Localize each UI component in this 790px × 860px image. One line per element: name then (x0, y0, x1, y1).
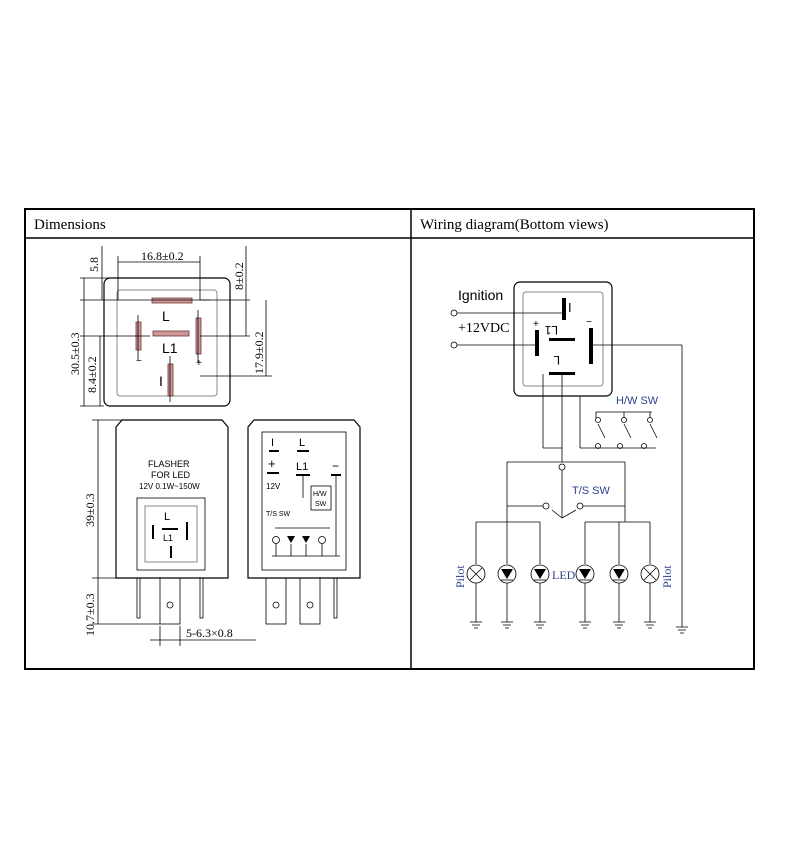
relay-pin-plus (535, 330, 539, 356)
relay-label-L: L (553, 353, 560, 367)
led-1 (497, 564, 517, 584)
pin-label-I: I (159, 373, 163, 389)
pin-label-L1: L1 (162, 340, 178, 356)
relay-label-L1: L1 (544, 323, 558, 337)
front-pin-L1: L1 (163, 533, 173, 543)
led-2 (530, 564, 550, 584)
front-pin-a (136, 577, 141, 619)
side-L1: L1 (296, 461, 308, 473)
side-view: I L + L1 12V − H/W SW T/S SW (247, 419, 361, 625)
pilot-lamp-left (466, 564, 486, 584)
side-plus: + (268, 456, 276, 471)
dim-top-offset: 5.8 (87, 257, 101, 272)
dim-top-width: 16.8±0.2 (141, 249, 184, 263)
front-pin-c (199, 577, 204, 619)
front-label-1: FLASHER (148, 459, 190, 469)
dim-left-height: 30.5±0.3 (68, 332, 82, 375)
led-label: LED (552, 568, 576, 582)
ignition-label: Ignition (458, 287, 503, 303)
relay-pin-I (562, 298, 566, 320)
side-minus: − (332, 459, 339, 473)
dim-pin-size: 5-6.3×0.8 (186, 626, 233, 640)
pin-label-minus: − (136, 356, 142, 367)
dim-right-height: 17.9±0.2 (252, 331, 266, 374)
side-sw: SW (315, 501, 327, 508)
pin-label-plus: + (196, 358, 202, 369)
side-hw-box (310, 485, 332, 511)
side-hw: H/W (313, 491, 327, 498)
outer-frame (24, 208, 755, 670)
hw-sw-label: H/W SW (616, 395, 659, 407)
ignition-terminal (450, 309, 458, 317)
side-pin-b (299, 577, 321, 625)
top-view: L L1 I − + 16.8±0.2 5.8 30.5±0.3 8.4±0.2… (68, 246, 272, 407)
top-view-body (103, 277, 231, 407)
dim-left-small: 8.4±0.2 (85, 356, 99, 393)
pilot-left-label: Pilot (453, 565, 467, 588)
vdc-terminal (450, 341, 458, 349)
relay-label-minus: − (586, 317, 592, 328)
led-3 (575, 564, 595, 584)
wiring-diagram: Ignition +12VDC I + − L1 L H/W SW (450, 281, 688, 634)
side-ts: T/S SW (266, 511, 291, 518)
pilot-lamp-right (640, 564, 660, 584)
side-I: I (271, 437, 274, 449)
ts-sw-label: T/S SW (572, 485, 611, 497)
dim-body-height: 39±0.3 (83, 493, 97, 527)
side-12v: 12V (266, 482, 281, 491)
wiring-title: Wiring diagram(Bottom views) (420, 217, 609, 233)
front-window (136, 497, 206, 571)
front-pin-b (159, 577, 181, 625)
relay-pin-minus (589, 328, 593, 364)
pin-mid (152, 330, 190, 337)
front-label-2: FOR LED (151, 470, 191, 480)
relay-label-I: I (568, 300, 572, 315)
dimensions-title: Dimensions (34, 217, 106, 233)
ground-symbols (470, 621, 688, 634)
led-4 (609, 564, 629, 584)
vdc-label: +12VDC (458, 321, 509, 336)
side-L: L (299, 437, 305, 449)
front-view: FLASHER FOR LED 12V 0.1W~150W L L1 39±0.… (83, 419, 256, 646)
dim-right-small: 8±0.2 (232, 262, 246, 290)
side-pin-c (333, 577, 338, 619)
dim-pin-length: 10.7±0.3 (83, 593, 97, 636)
relay-label-plus: + (533, 319, 539, 330)
pin-bottom (167, 363, 174, 397)
pin-top (151, 297, 193, 304)
top-view-inner (116, 289, 218, 397)
pin-label-L: L (162, 308, 170, 324)
pilot-right-label: Pilot (660, 565, 674, 588)
side-pin-a (265, 577, 287, 625)
front-pin-L: L (164, 511, 170, 523)
front-label-3: 12V 0.1W~150W (139, 482, 200, 491)
